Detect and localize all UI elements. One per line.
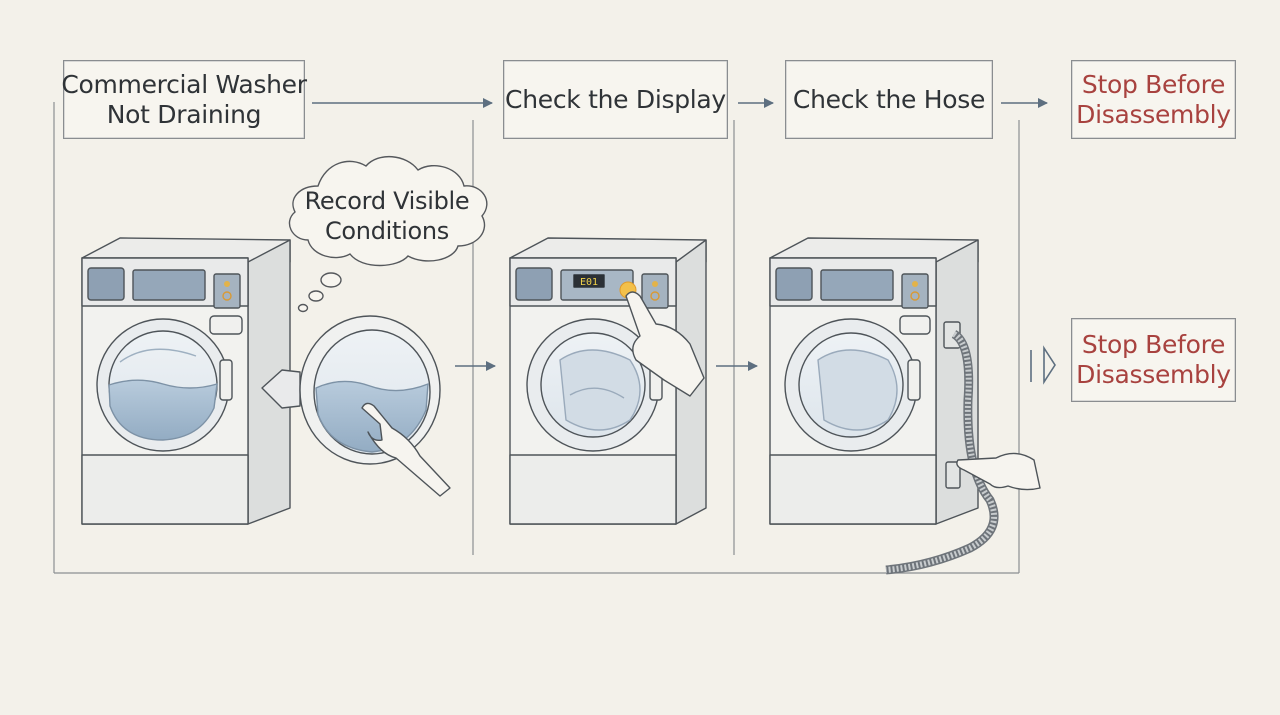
start-label-line2: Not Draining — [106, 99, 262, 129]
thought-bubble-text: Record Visible Conditions — [292, 186, 482, 246]
thought-bubble — [288, 155, 488, 313]
check-display-box: Check the Display — [503, 60, 728, 139]
start-label-line1: Commercial Washer — [61, 69, 307, 99]
stop-bottom-line2: Disassembly — [1076, 360, 1231, 389]
thought-line1: Record Visible — [304, 187, 470, 215]
stop-top-line2: Disassembly — [1076, 99, 1231, 129]
check-display-label: Check the Display — [505, 84, 726, 114]
arrow-to-stop-bottom — [1030, 345, 1056, 385]
check-hose-box: Check the Hose — [785, 60, 993, 139]
check-hose-label: Check the Hose — [792, 84, 986, 114]
start-box: Commercial Washer Not Draining — [61, 60, 307, 139]
flow-arrows — [312, 98, 1048, 371]
washer-illustration-1 — [81, 237, 451, 525]
washer-illustration-2: E01 — [509, 237, 707, 525]
display-readout: E01 — [580, 277, 598, 288]
stop-top-line1: Stop Before — [1081, 69, 1226, 99]
stop-bottom-line1: Stop Before — [1081, 330, 1226, 359]
thought-line2: Conditions — [324, 217, 450, 245]
washer-illustration-3 — [769, 237, 1041, 575]
stop-box-bottom: Stop Before Disassembly — [1071, 318, 1236, 402]
stop-box-top: Stop Before Disassembly — [1071, 60, 1236, 139]
